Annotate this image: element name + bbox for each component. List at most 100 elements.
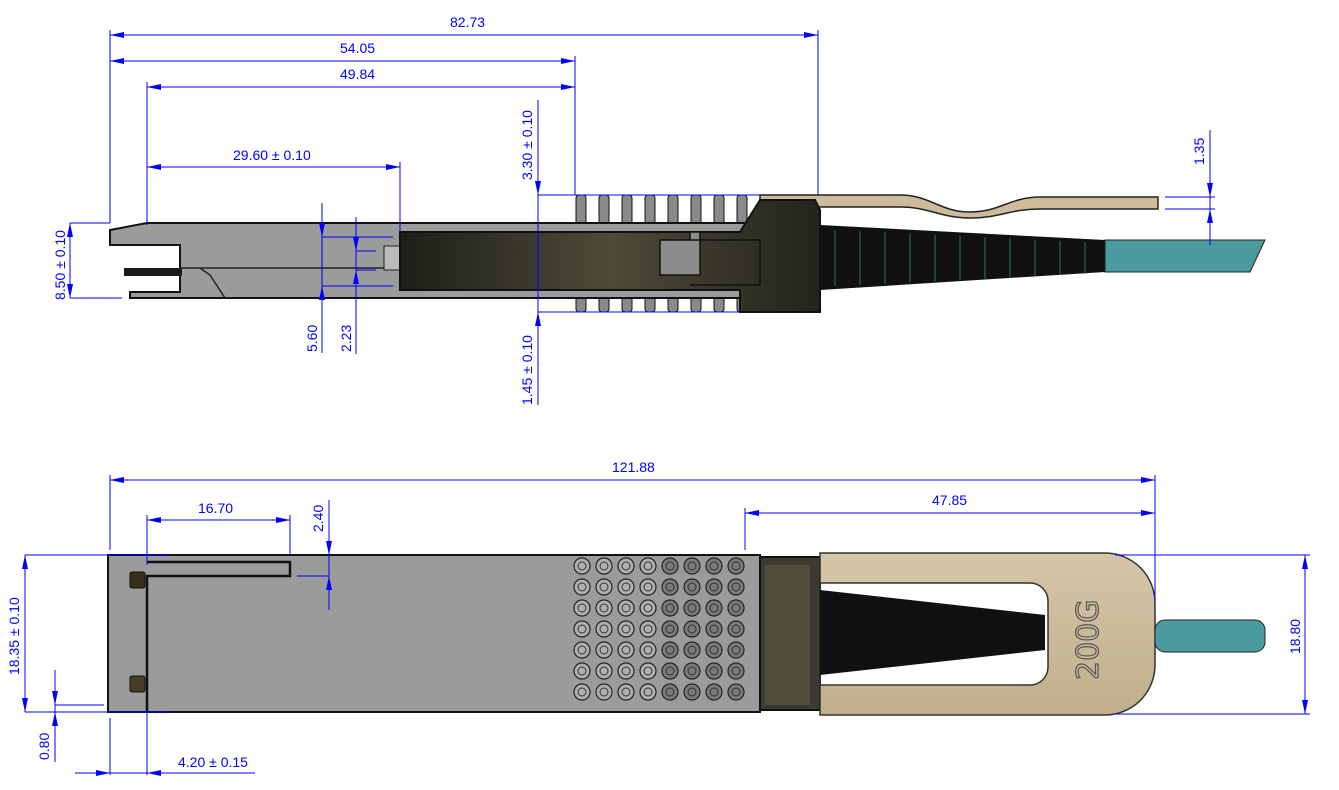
heatsink-hole-inner — [731, 561, 741, 571]
boot-ridges — [834, 230, 1086, 286]
dim-29-60: 29.60 ± 0.10 — [233, 147, 311, 163]
heatsink-hole — [595, 662, 613, 680]
heatsink-hole-inner — [643, 624, 653, 634]
heatsink-hole-inner — [731, 687, 741, 697]
heatsink-hole-inner — [709, 582, 719, 592]
heatsink-hole-inner — [665, 561, 675, 571]
heatsink-hole — [705, 662, 723, 680]
heatsink-hole-inner — [665, 666, 675, 676]
label-slot — [145, 560, 292, 712]
heatsink-hole — [617, 683, 635, 701]
heatsink-hole — [727, 683, 745, 701]
dim-16-70: 16.70 — [198, 500, 233, 516]
heatsink-hole-inner — [577, 645, 587, 655]
heatsink-hole-inner — [687, 645, 697, 655]
heatsink-hole-inner — [709, 666, 719, 676]
dim-1-45: 1.45 ± 0.10 — [519, 335, 535, 405]
heatsink-hole-inner — [709, 645, 719, 655]
heatsink-hole-inner — [643, 666, 653, 676]
heatsink-hole — [683, 578, 701, 596]
heatsink-hole-inner — [577, 603, 587, 613]
heatsink-hole-inner — [599, 687, 609, 697]
heatsink-hole-inner — [731, 666, 741, 676]
pull-handle — [819, 552, 1156, 716]
heatsink-hole-inner — [665, 645, 675, 655]
heatsink-hole-inner — [731, 603, 741, 613]
cable — [1104, 239, 1266, 273]
heatsink-hole-inner — [665, 624, 675, 634]
heatsink-hole-inner — [665, 687, 675, 697]
heatsink-hole — [595, 557, 613, 575]
dim-54-05: 54.05 — [340, 40, 375, 56]
dim-5-60: 5.60 — [304, 325, 320, 352]
heatsink-hole — [705, 620, 723, 638]
heatsink-hole — [617, 578, 635, 596]
heatsink-hole — [683, 662, 701, 680]
heatsink-hole — [705, 683, 723, 701]
dim-8-50: 8.50 ± 0.10 — [52, 230, 68, 300]
heatsink-hole-inner — [577, 666, 587, 676]
heatsink-hole-inner — [731, 645, 741, 655]
heatsink-hole — [661, 683, 679, 701]
pcb-edge — [124, 268, 182, 276]
dim-2-23: 2.23 — [338, 325, 354, 352]
fin — [667, 194, 679, 226]
heatsink-hole-inner — [621, 645, 631, 655]
heatsink-hole — [573, 683, 591, 701]
heatsink-hole-inner — [577, 561, 587, 571]
heatsink-hole-inner — [731, 582, 741, 592]
heatsink-hole-inner — [687, 603, 697, 613]
heatsink-hole — [727, 641, 745, 659]
heatsink-hole — [705, 578, 723, 596]
heatsink-hole-inner — [643, 603, 653, 613]
heatsink-hole-inner — [599, 645, 609, 655]
heatsink-hole — [661, 557, 679, 575]
top-view: 200G — [107, 552, 1266, 716]
heatsink-hole — [639, 620, 657, 638]
heatsink-hole-inner — [643, 645, 653, 655]
heatsink-hole — [727, 578, 745, 596]
heatsink-hole — [573, 557, 591, 575]
dim-18-35: 18.35 ± 0.10 — [6, 597, 22, 675]
heatsink-hole-inner — [621, 561, 631, 571]
heatsink-hole — [683, 641, 701, 659]
heatsink-hole — [573, 578, 591, 596]
heatsink-hole-inner — [687, 666, 697, 676]
heatsink-hole — [595, 683, 613, 701]
heatsink-hole — [617, 620, 635, 638]
heatsink-hole-grid — [573, 557, 745, 701]
heatsink-hole — [639, 662, 657, 680]
heatsink-hole-inner — [687, 687, 697, 697]
heatsink-hole-inner — [643, 582, 653, 592]
heatsink-hole — [661, 578, 679, 596]
heatsink-hole-inner — [621, 666, 631, 676]
heatsink-hole-inner — [577, 624, 587, 634]
dim-49-84: 49.84 — [340, 66, 375, 82]
dim-1-35: 1.35 — [1191, 138, 1207, 165]
heatsink-fins-top — [575, 194, 748, 226]
heatsink-hole — [683, 620, 701, 638]
heatsink-hole — [639, 557, 657, 575]
heatsink-hole-inner — [643, 687, 653, 697]
heatsink-hole — [617, 557, 635, 575]
heatsink-hole — [573, 641, 591, 659]
heatsink-hole — [617, 599, 635, 617]
heatsink-hole-inner — [665, 603, 675, 613]
heatsink-hole-inner — [709, 561, 719, 571]
heatsink-hole — [705, 641, 723, 659]
pull-tab — [759, 194, 1159, 219]
fin — [621, 194, 633, 226]
heatsink-hole — [683, 557, 701, 575]
heatsink-hole-inner — [665, 582, 675, 592]
heatsink-hole-inner — [621, 624, 631, 634]
heatsink-hole — [727, 599, 745, 617]
heatsink-hole — [639, 599, 657, 617]
heatsink-hole — [617, 662, 635, 680]
fin — [644, 194, 656, 226]
heatsink-hole-inner — [687, 582, 697, 592]
latch-spring — [199, 267, 226, 299]
heatsink-hole — [727, 557, 745, 575]
heatsink-hole-inner — [687, 561, 697, 571]
dim-0-80: 0.80 — [36, 733, 52, 760]
